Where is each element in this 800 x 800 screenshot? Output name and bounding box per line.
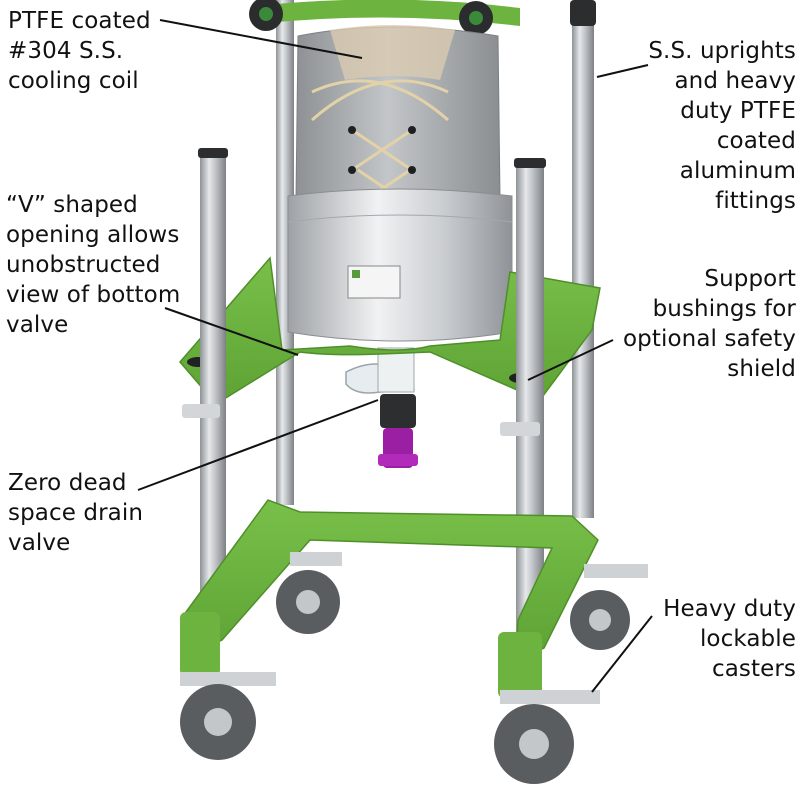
rear-right-upright — [572, 18, 594, 518]
leader-uprights — [596, 64, 649, 78]
leader-bushings — [527, 339, 614, 381]
callout-casters: Heavy duty lockable casters — [663, 596, 796, 682]
front-right-upright — [516, 160, 544, 640]
leader-v-opening — [164, 307, 299, 356]
caster-front-left — [180, 672, 276, 760]
rear-left-upright — [276, 0, 294, 505]
caster-front-right — [494, 690, 600, 784]
heating-mantle-drum — [287, 188, 513, 342]
callout-bushings: Support bushings for optional safety shi… — [623, 266, 796, 382]
leader-casters — [591, 615, 653, 693]
callout-uprights: S.S. uprights and heavy duty PTFE coated… — [648, 38, 796, 214]
knob-icon — [459, 1, 493, 35]
knob-icon — [249, 0, 283, 31]
platform-v-opening — [179, 256, 601, 405]
glass-opening — [330, 25, 455, 80]
front-right-foot — [498, 632, 542, 698]
upright-top-cap — [570, 0, 596, 26]
leader-cooling-coil — [159, 19, 363, 59]
callout-v-opening: “V” shaped opening allows unobstructed v… — [6, 192, 181, 338]
valve-collar — [380, 394, 416, 428]
callout-cooling-coil: PTFE coated #304 S.S. cooling coil — [8, 8, 151, 94]
leader-drain-valve — [137, 399, 379, 491]
top-ring-fitting — [255, 0, 520, 26]
callout-drain-valve: Zero dead space drain valve — [8, 470, 144, 556]
caster-rear-left — [276, 552, 342, 634]
caster-rear-right — [570, 564, 648, 650]
front-left-foot — [180, 612, 220, 676]
front-left-upright — [200, 150, 226, 620]
